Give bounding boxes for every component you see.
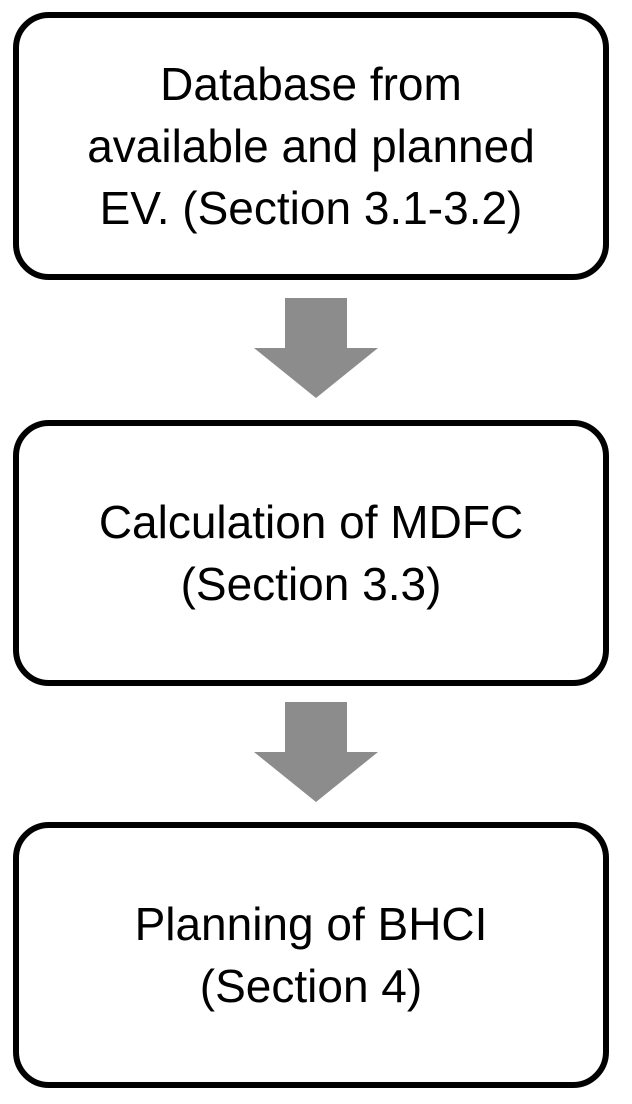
step-planning-line-1: Planning of BHCI (134, 898, 488, 950)
down-arrow-shape (254, 298, 378, 398)
step-database-box: Database from available and planned EV. … (13, 12, 609, 280)
step-calculation-line-1: Calculation of MDFC (98, 496, 524, 548)
step-database-line-1: Database from (160, 58, 462, 110)
down-arrow-shape (254, 702, 378, 802)
down-arrow-icon (254, 298, 378, 398)
step-planning-line-2: (Section 4) (199, 960, 423, 1012)
step-calculation-line-2: (Section 3.3) (180, 558, 442, 610)
step-database-line-3: EV. (Section 3.1-3.2) (99, 182, 523, 234)
down-arrow-icon (254, 702, 378, 802)
step-planning-box: Planning of BHCI (Section 4) (13, 822, 609, 1088)
step-database-line-2: available and planned (87, 120, 535, 172)
step-calculation-box: Calculation of MDFC (Section 3.3) (13, 420, 609, 686)
